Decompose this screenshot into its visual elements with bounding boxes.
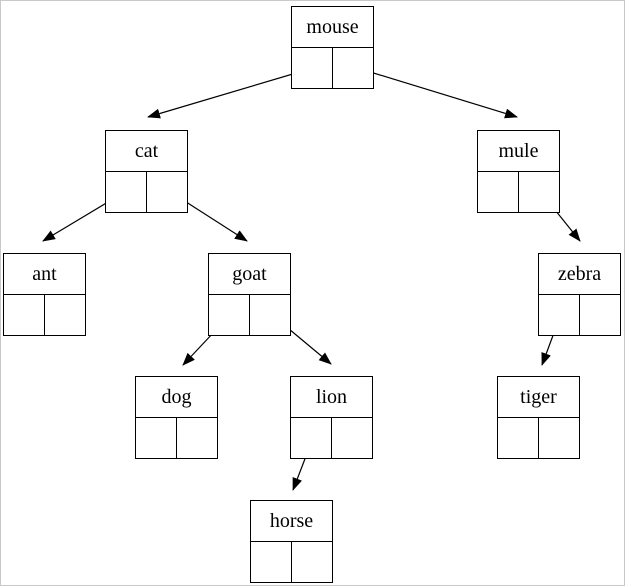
tree-node-mouse: mouse [291, 6, 374, 89]
right-pointer-cell [539, 418, 579, 458]
tree-node-cat: cat [105, 130, 188, 213]
pointer-cells [498, 418, 579, 458]
node-label: horse [251, 501, 332, 542]
tree-node-zebra: zebra [538, 253, 621, 336]
pointer-cells [291, 418, 372, 458]
right-pointer-cell [147, 172, 187, 212]
node-label: goat [209, 254, 290, 295]
left-pointer-cell [136, 418, 177, 458]
pointer-cells [478, 172, 559, 212]
pointer-cells [209, 295, 290, 335]
left-pointer-cell [209, 295, 250, 335]
pointer-cells [106, 172, 187, 212]
tree-node-goat: goat [208, 253, 291, 336]
node-label: cat [106, 131, 187, 172]
node-label: ant [4, 254, 85, 295]
pointer-cells [292, 48, 373, 88]
right-pointer-cell [250, 295, 290, 335]
left-pointer-cell [292, 48, 333, 88]
right-pointer-cell [292, 542, 332, 582]
right-pointer-cell [332, 418, 372, 458]
pointer-cells [539, 295, 620, 335]
left-pointer-cell [106, 172, 147, 212]
node-label: dog [136, 377, 217, 418]
tree-node-tiger: tiger [497, 376, 580, 459]
edge-mouse-mule [353, 66, 518, 119]
tree-node-ant: ant [3, 253, 86, 336]
tree-node-lion: lion [290, 376, 373, 459]
tree-node-mule: mule [477, 130, 560, 213]
edge-mouse-cat [147, 67, 314, 119]
pointer-cells [251, 542, 332, 582]
left-pointer-cell [291, 418, 332, 458]
right-pointer-cell [177, 418, 217, 458]
pointer-cells [136, 418, 217, 458]
left-pointer-cell [251, 542, 292, 582]
node-label: tiger [498, 377, 579, 418]
tree-node-dog: dog [135, 376, 218, 459]
right-pointer-cell [519, 172, 559, 212]
node-label: lion [291, 377, 372, 418]
node-label: zebra [539, 254, 620, 295]
node-label: mouse [292, 7, 373, 48]
left-pointer-cell [539, 295, 580, 335]
right-pointer-cell [580, 295, 620, 335]
node-label: mule [478, 131, 559, 172]
pointer-cells [4, 295, 85, 335]
right-pointer-cell [45, 295, 85, 335]
right-pointer-cell [333, 48, 373, 88]
left-pointer-cell [478, 172, 519, 212]
left-pointer-cell [498, 418, 539, 458]
tree-node-horse: horse [250, 500, 333, 583]
left-pointer-cell [4, 295, 45, 335]
